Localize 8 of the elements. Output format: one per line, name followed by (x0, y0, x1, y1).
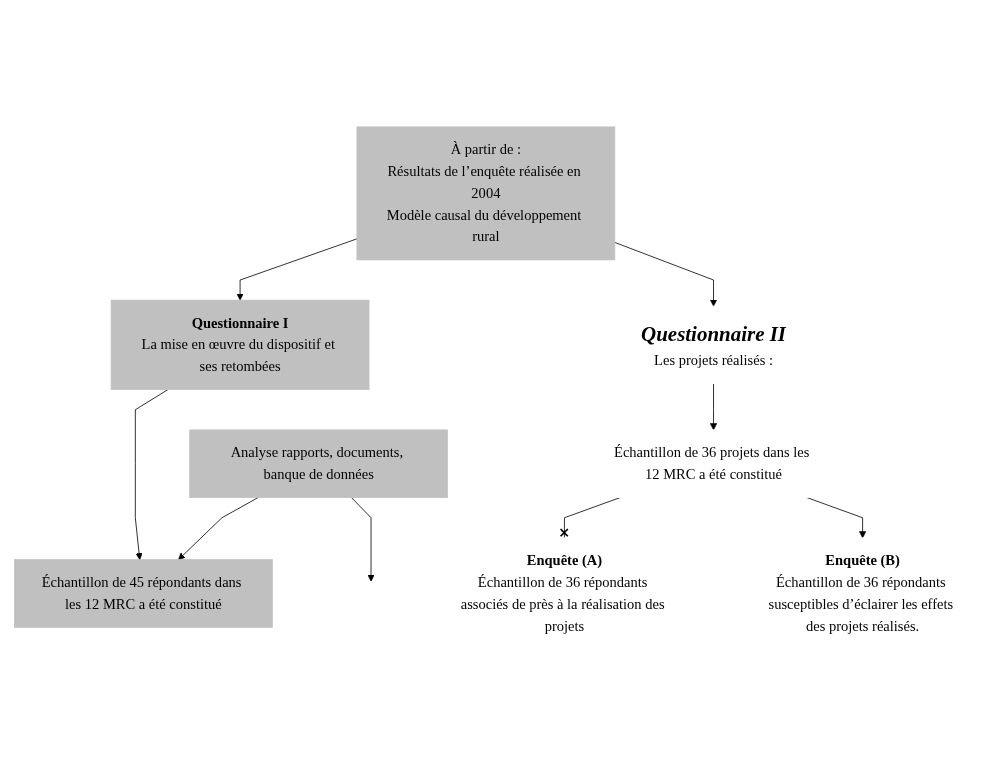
node-box: À partir de : Résultats de l’enquête réalisée en 2004 Modèle causal du développement rural (356, 126, 615, 261)
node-text: Questionnaire II Les projets réalisés : (640, 322, 786, 369)
node-box: Échantillon de 45 répondants dans les 12 MRC a été constitué (13, 559, 273, 628)
node-box: Questionnaire I La mise en œuvre du dispositif et ses retombées (110, 299, 369, 390)
node-box: Analyse rapports, documents, banque de données (188, 429, 448, 498)
node-text: Échantillon de 36 projets dans les 12 MRC a été constitué (613, 444, 809, 483)
node-text: Enquête (A) Échantillon de 36 répondants associés de près à la réalisation des projets (460, 552, 665, 634)
node-text: Enquête (B) Échantillon de 36 répondants susceptibles d’éclairer les effets des projets réalisés. (767, 552, 953, 634)
